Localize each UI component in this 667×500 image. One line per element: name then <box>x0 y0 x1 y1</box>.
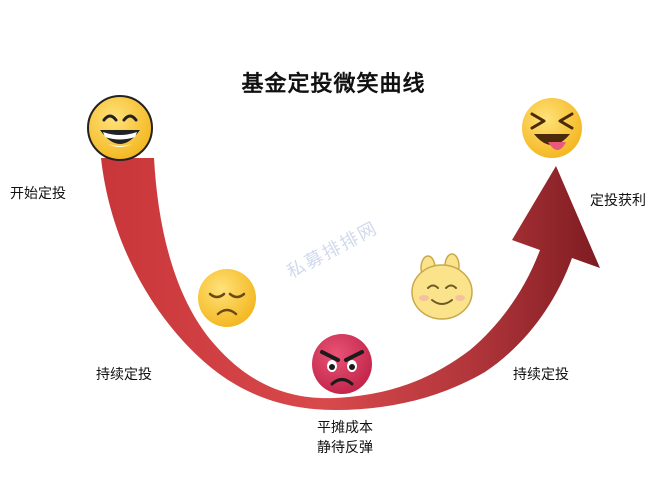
smiling-bunny-face-icon <box>411 253 473 320</box>
stage-label-bottom-line2: 静待反弹 <box>317 440 373 456</box>
disappointed-face-icon <box>198 269 256 327</box>
laughing-tongue-face-icon <box>522 98 582 158</box>
stage-label-continue-right: 持续定投 <box>513 367 569 383</box>
smile-curve-arrow <box>101 158 600 410</box>
stage-label-start: 开始定投 <box>10 186 66 202</box>
stage-label-bottom-line1: 平摊成本 <box>317 420 373 436</box>
stage-label-bottom: 平摊成本 静待反弹 <box>300 418 390 458</box>
diagram-title: 基金定投微笑曲线 <box>241 72 426 97</box>
stage-label-profit: 定投获利 <box>590 193 646 209</box>
stage-label-continue-left: 持续定投 <box>96 367 152 383</box>
angry-face-icon <box>312 334 372 394</box>
grinning-face-icon <box>87 95 153 161</box>
